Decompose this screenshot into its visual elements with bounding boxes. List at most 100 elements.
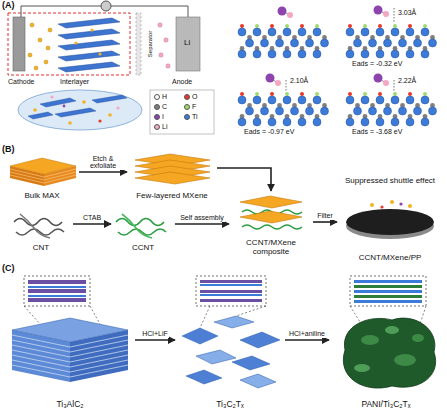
cathode-region (34, 66, 38, 70)
filter-membrane (380, 205, 383, 208)
legend-swatch (154, 114, 160, 120)
interlayer-zoom (98, 119, 101, 122)
max-phase-block (28, 295, 86, 297)
pani-composite (354, 295, 422, 298)
mxene-flakes (200, 299, 262, 302)
adsorption-model (275, 80, 281, 86)
adsorption-model (346, 6, 437, 59)
max-phase-block (28, 298, 86, 302)
process-arrow (175, 223, 229, 225)
adsorption-model (286, 80, 287, 91)
separator-membrane (136, 13, 141, 75)
max-phase-block (70, 345, 128, 357)
mxene-sheets (135, 154, 210, 184)
max-phase-block (24, 276, 90, 306)
pani-composite (354, 300, 422, 303)
max-phase-block (24, 306, 40, 324)
adsorption-model (394, 80, 395, 91)
external-circuit (111, 6, 188, 17)
legend-text: H (162, 93, 167, 100)
adsorption-model (374, 6, 383, 15)
stage-label: CCNT (132, 243, 154, 252)
ccnt-tubes (116, 214, 166, 238)
bulk-max-block (10, 158, 76, 186)
mxene-flakes (196, 276, 266, 306)
adsorption-model (266, 74, 275, 83)
composite-stack (240, 211, 302, 223)
cnt-tubes (14, 214, 64, 238)
cathode-region (48, 28, 52, 32)
legend-text: I (162, 113, 164, 120)
filter-membrane (408, 204, 412, 208)
mxene-flakes (196, 350, 236, 364)
legend-swatch (184, 114, 190, 120)
legend-entry: H (154, 93, 167, 101)
interlayer-sheets (58, 40, 120, 50)
step-label: HCl+aniline (288, 330, 326, 338)
pani-composite (343, 276, 435, 388)
interlayer-zoom (82, 100, 86, 104)
interlayer-zoom (40, 98, 76, 107)
lithium-ions (164, 38, 168, 42)
stage-bulk-max: Bulk MAX (6, 156, 78, 200)
stage-cnt: CNT (10, 208, 72, 252)
max-phase-block (12, 360, 70, 372)
max-phase-block (12, 276, 128, 382)
adsorption-model (394, 8, 395, 23)
ccnt-tubes (122, 214, 152, 238)
interlayer-zoom (28, 112, 53, 119)
pani-composite (343, 318, 435, 388)
composite-stack (242, 225, 302, 229)
stage-label: Ti₃AlC₂ (56, 400, 83, 410)
process-arrow (285, 339, 329, 341)
pani-composite (354, 285, 422, 288)
stage-max-phase: Ti₃AlC₂ (6, 272, 134, 410)
max-phase-block (12, 345, 70, 357)
pani-composite (354, 280, 422, 283)
mxene-sheets (135, 172, 210, 184)
max-phase-block (70, 355, 128, 367)
interlayer-sheets (74, 41, 77, 44)
stage-caption: CCNT/MXene/PP (359, 253, 422, 262)
adsorption-model (346, 24, 437, 58)
component-label: Separator (146, 24, 154, 64)
pani-composite (361, 335, 379, 345)
step-label: HCl+LiF (141, 330, 168, 338)
filter-membrane (399, 202, 402, 205)
legend-text: O (192, 93, 197, 100)
energy-label: Eads = -3.68 eV (352, 128, 402, 136)
adsorption-model (346, 92, 437, 126)
lithium-ions (166, 64, 170, 68)
component-label: Cathode (8, 78, 34, 86)
pani-composite (350, 306, 360, 322)
legend-swatch (184, 104, 190, 110)
external-circuit (101, 1, 111, 11)
stage-label: CCNT/MXene composite (230, 238, 312, 256)
legend-frame (150, 90, 214, 134)
pani-composite (420, 306, 426, 324)
composite-stack (240, 196, 302, 208)
mxene-flakes (240, 332, 280, 348)
interlayer-sheets (98, 52, 101, 55)
max-phase-block (12, 340, 70, 352)
max-phase-block (12, 365, 70, 377)
legend-swatch (154, 104, 160, 110)
legend-frame (150, 90, 214, 134)
legend-swatch (184, 94, 190, 100)
process-arrow (313, 221, 337, 223)
distance-label: 2.22Å (398, 77, 416, 85)
cathode-region (44, 60, 48, 64)
adsorption-model (383, 11, 389, 17)
adsorption-model (383, 80, 389, 86)
external-circuit (21, 1, 188, 17)
interlayer-zoom (18, 90, 142, 130)
distance-label: 3.03Å (398, 9, 416, 17)
energy-label: Eads = -0.97 eV (244, 128, 294, 136)
process-arrow (217, 168, 271, 191)
legend-text: F (192, 103, 196, 110)
connector-group (73, 168, 337, 340)
distance-label: 2.10Å (290, 77, 308, 85)
component-label: Interlayer (60, 78, 89, 86)
adsorption-model (287, 12, 293, 18)
